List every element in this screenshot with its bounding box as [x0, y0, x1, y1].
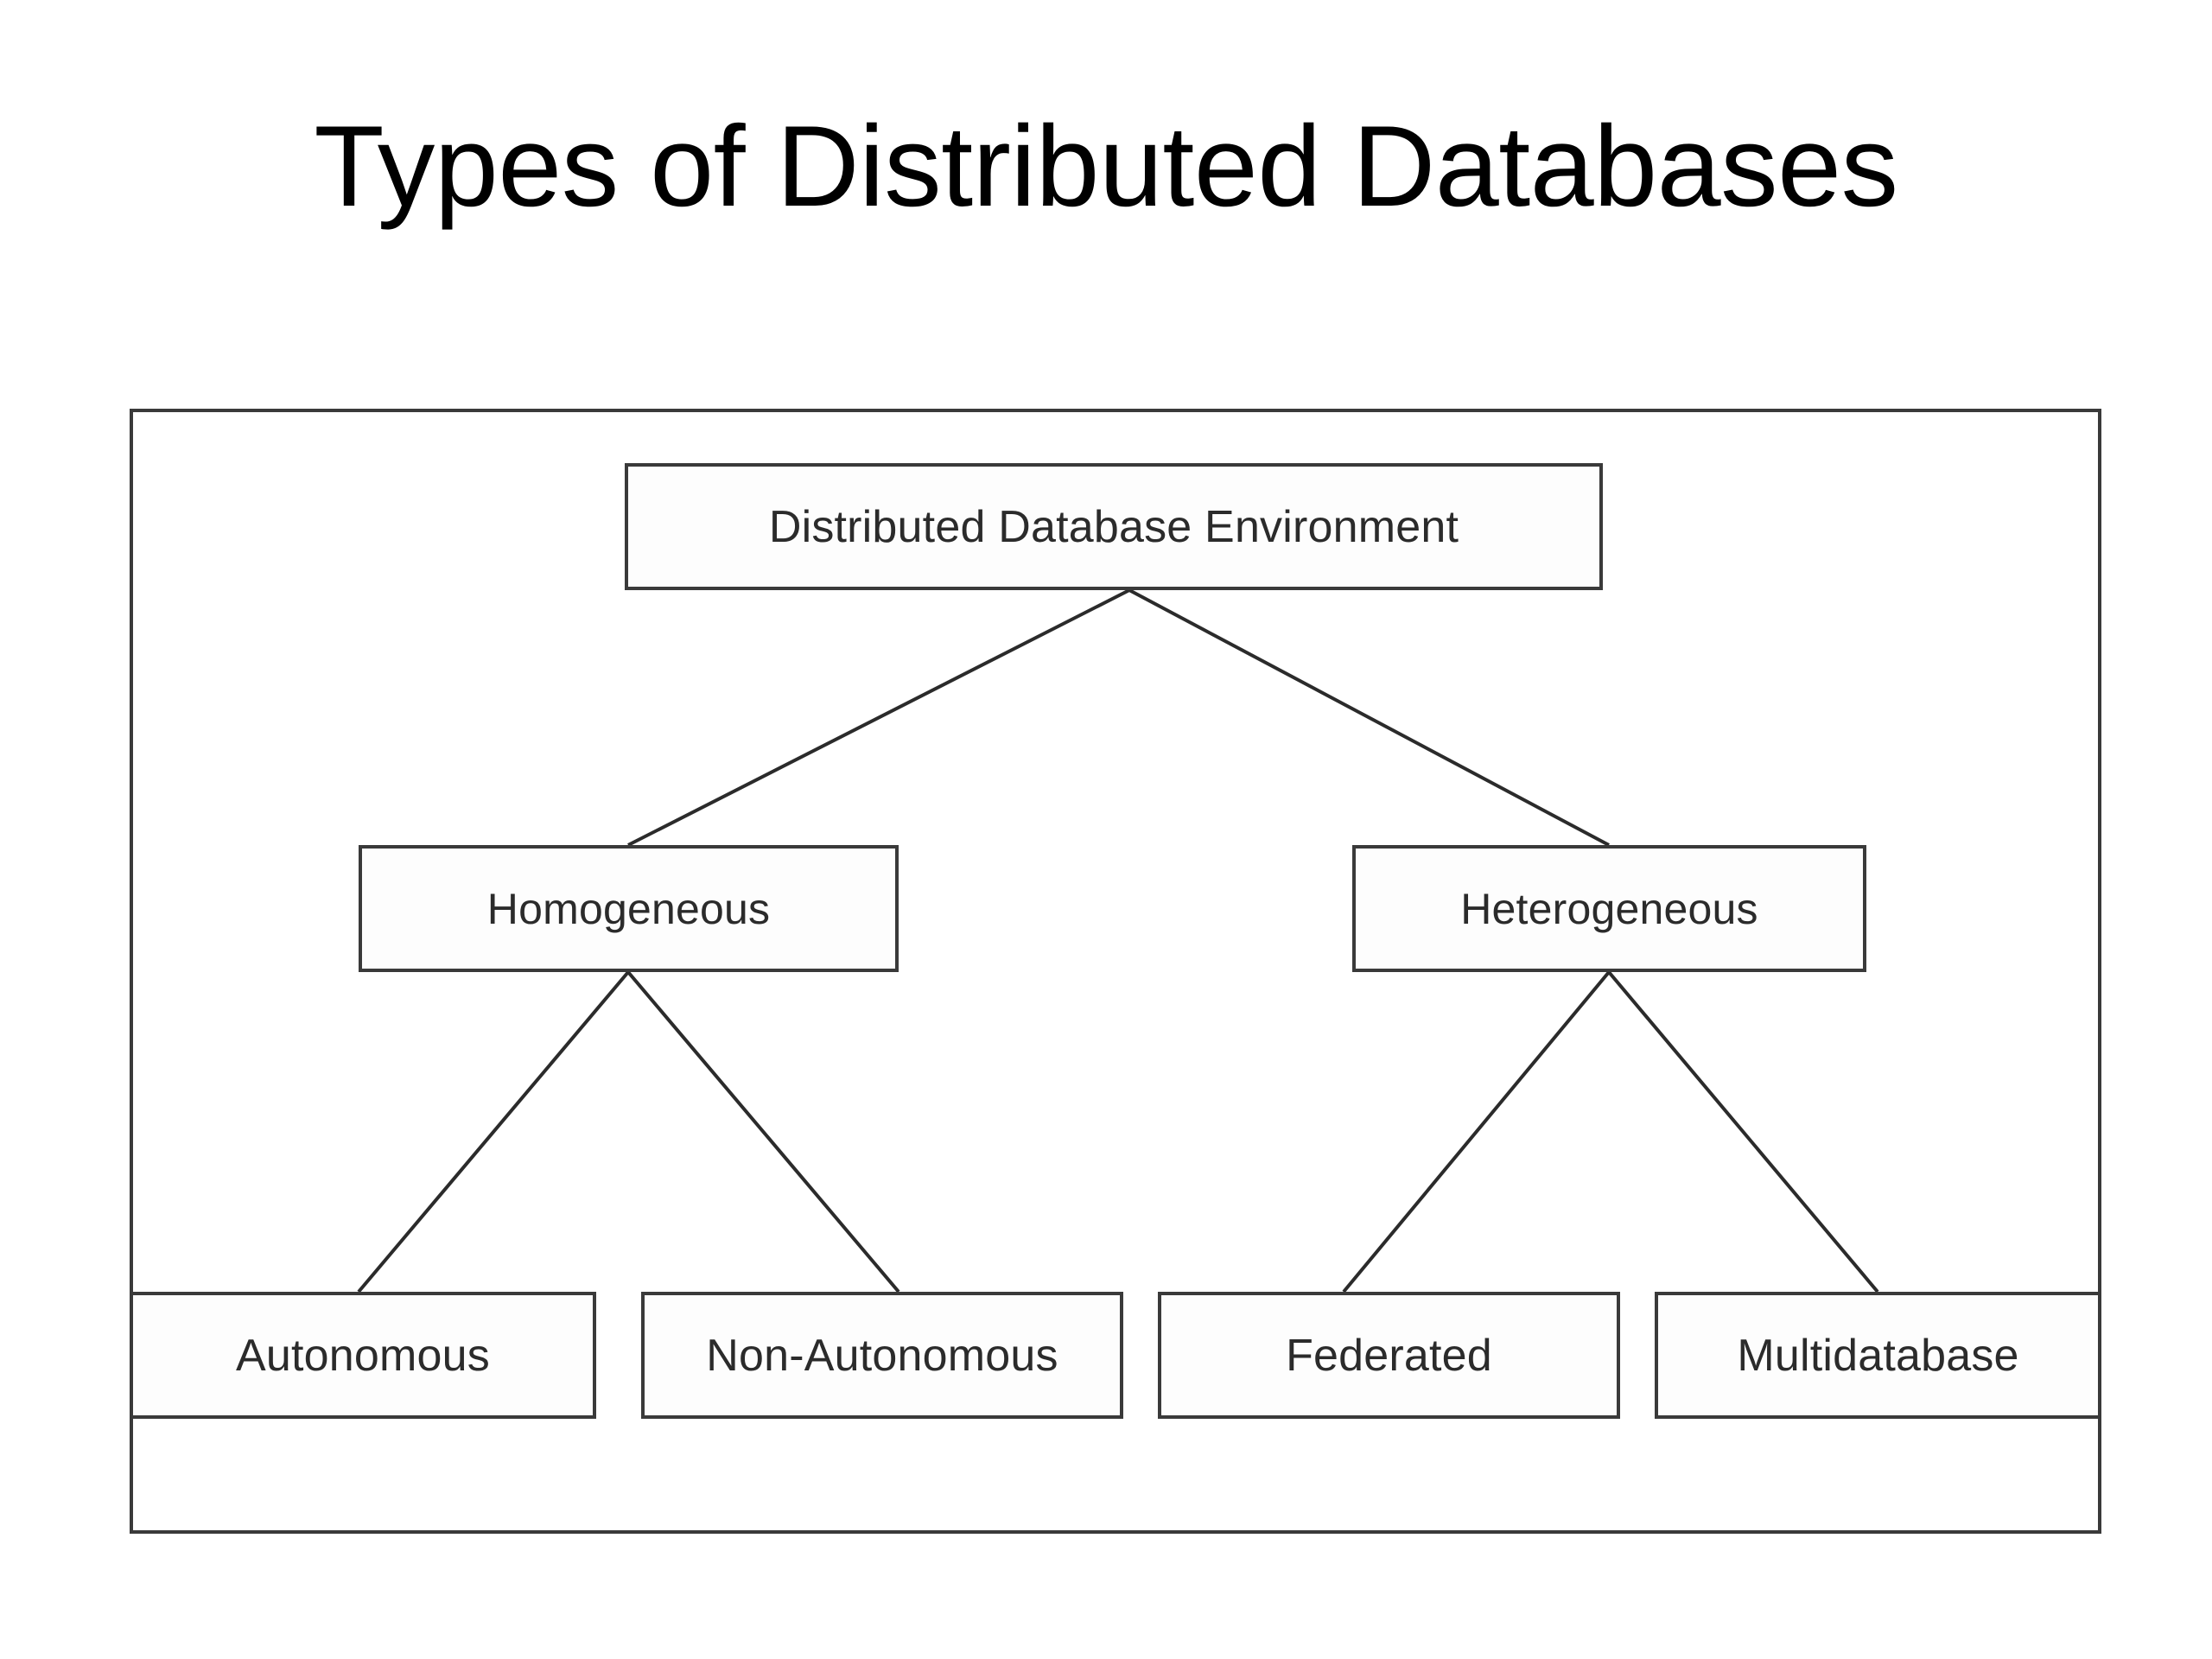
node-label: Non-Autonomous	[706, 1330, 1058, 1381]
node-federated[interactable]: Federated	[1158, 1292, 1620, 1419]
node-label: Distributed Database Environment	[768, 501, 1459, 552]
diagram-outer-frame	[130, 409, 2101, 1534]
node-label: Homogeneous	[486, 884, 771, 933]
node-label: Heterogeneous	[1460, 884, 1758, 933]
edge-homogeneous-to-non-autonomous	[626, 970, 900, 1294]
node-non-autonomous[interactable]: Non-Autonomous	[641, 1292, 1123, 1419]
node-label: Autonomous	[236, 1330, 490, 1381]
edge-heterogeneous-to-federated	[1342, 970, 1611, 1294]
edge-root-to-homogeneous	[627, 588, 1130, 847]
edge-heterogeneous-to-multidatabase	[1607, 970, 1879, 1294]
node-autonomous[interactable]: Autonomous	[130, 1292, 596, 1419]
node-label: Federated	[1286, 1330, 1492, 1381]
node-distributed-database-environment[interactable]: Distributed Database Environment	[625, 463, 1603, 590]
node-label: Multidatabase	[1737, 1330, 2019, 1381]
page-title: Types of Distributed Databases	[314, 103, 1898, 231]
node-multidatabase[interactable]: Multidatabase	[1655, 1292, 2101, 1419]
diagram-container: Distributed Database Environment Homogen…	[130, 409, 2101, 1534]
diagram-connector-layer	[130, 409, 2101, 1534]
node-homogeneous[interactable]: Homogeneous	[359, 845, 899, 972]
node-heterogeneous[interactable]: Heterogeneous	[1352, 845, 1866, 972]
edge-root-to-heterogeneous	[1128, 588, 1610, 847]
edge-homogeneous-to-autonomous	[357, 970, 630, 1294]
